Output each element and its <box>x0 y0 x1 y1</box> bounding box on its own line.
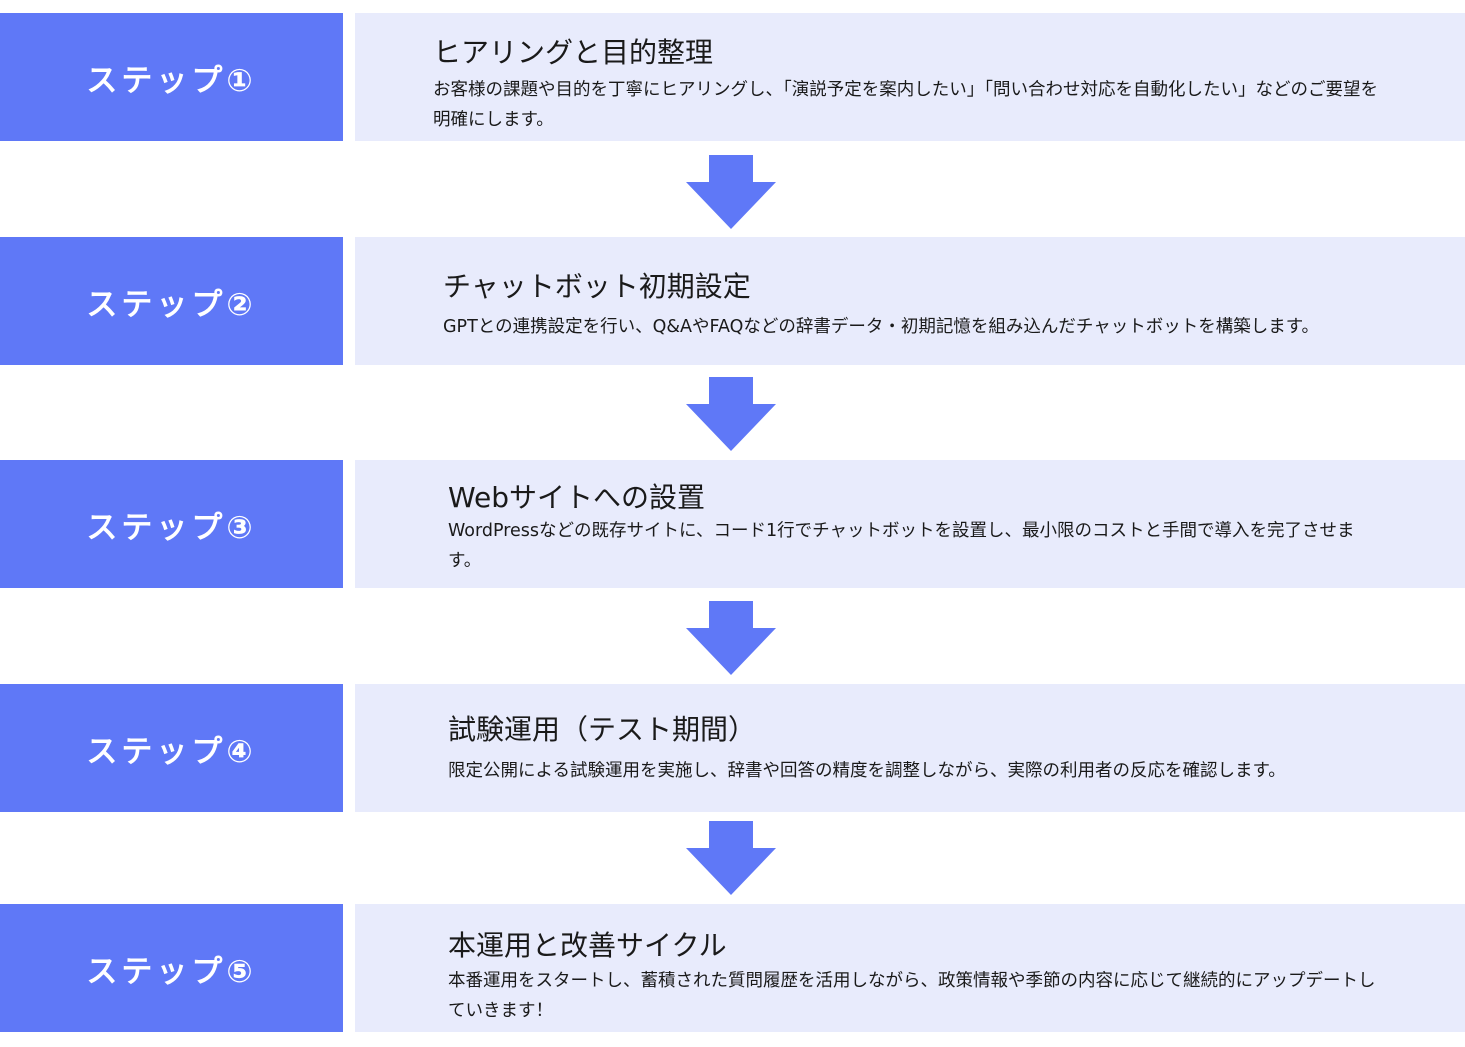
step-badge-2: ステップ② <box>0 237 343 365</box>
step-badge-5: ステップ⑤ <box>0 904 343 1032</box>
step-badge-label: ステップ② <box>86 286 257 323</box>
step-badge-label: ステップ⑤ <box>86 953 257 990</box>
step-panel-2: チャットボット初期設定 GPTとの連携設定を行い、Q&AやFAQなどの辞書データ… <box>355 237 1465 365</box>
step-badge-3: ステップ③ <box>0 460 343 588</box>
step-2: ステップ② チャットボット初期設定 GPTとの連携設定を行い、Q&AやFAQなど… <box>0 237 1465 367</box>
down-arrow-icon <box>686 601 776 675</box>
step-4: ステップ④ 試験運用（テスト期間） 限定公開による試験運用を実施し、辞書や回答の… <box>0 684 1465 814</box>
step-title: 試験運用（テスト期間） <box>448 713 757 746</box>
step-title: チャットボット初期設定 <box>443 270 751 303</box>
step-1: ステップ① ヒアリングと目的整理 お客様の課題や目的を丁寧にヒアリングし、「演説… <box>0 13 1465 143</box>
step-badge-label: ステップ① <box>86 62 257 99</box>
step-badge-label: ステップ④ <box>86 733 257 770</box>
step-description: GPTとの連携設定を行い、Q&AやFAQなどの辞書データ・初期記憶を組み込んだチ… <box>443 317 1319 337</box>
down-arrow-icon <box>686 155 776 229</box>
step-description: WordPressなどの既存サイトに、コード1行でチャットボットを設置し、最小限… <box>448 521 1355 571</box>
down-arrow-icon <box>686 821 776 895</box>
step-badge-4: ステップ④ <box>0 684 343 812</box>
step-badge-label: ステップ③ <box>86 509 257 546</box>
step-3: ステップ③ Webサイトへの設置 WordPressなどの既存サイトに、コード1… <box>0 460 1465 590</box>
step-title: ヒアリングと目的整理 <box>433 36 714 69</box>
step-description: 本番運用をスタートし、蓄積された質問履歴を活用しながら、政策情報や季節の内容に応… <box>448 971 1376 1021</box>
step-description: 限定公開による試験運用を実施し、辞書や回答の精度を調整しながら、実際の利用者の反… <box>448 761 1286 781</box>
step-badge-1: ステップ① <box>0 13 343 141</box>
step-description: お客様の課題や目的を丁寧にヒアリングし、「演説予定を案内したい」「問い合わせ対応… <box>433 80 1378 130</box>
step-title: Webサイトへの設置 <box>448 481 706 514</box>
step-panel-1: ヒアリングと目的整理 お客様の課題や目的を丁寧にヒアリングし、「演説予定を案内し… <box>355 13 1465 141</box>
step-panel-5: 本運用と改善サイクル 本番運用をスタートし、蓄積された質問履歴を活用しながら、政… <box>355 904 1465 1032</box>
step-panel-3: Webサイトへの設置 WordPressなどの既存サイトに、コード1行でチャット… <box>355 460 1465 588</box>
step-5: ステップ⑤ 本運用と改善サイクル 本番運用をスタートし、蓄積された質問履歴を活用… <box>0 904 1465 1034</box>
down-arrow-icon <box>686 377 776 451</box>
step-panel-4: 試験運用（テスト期間） 限定公開による試験運用を実施し、辞書や回答の精度を調整し… <box>355 684 1465 812</box>
step-title: 本運用と改善サイクル <box>448 929 727 962</box>
